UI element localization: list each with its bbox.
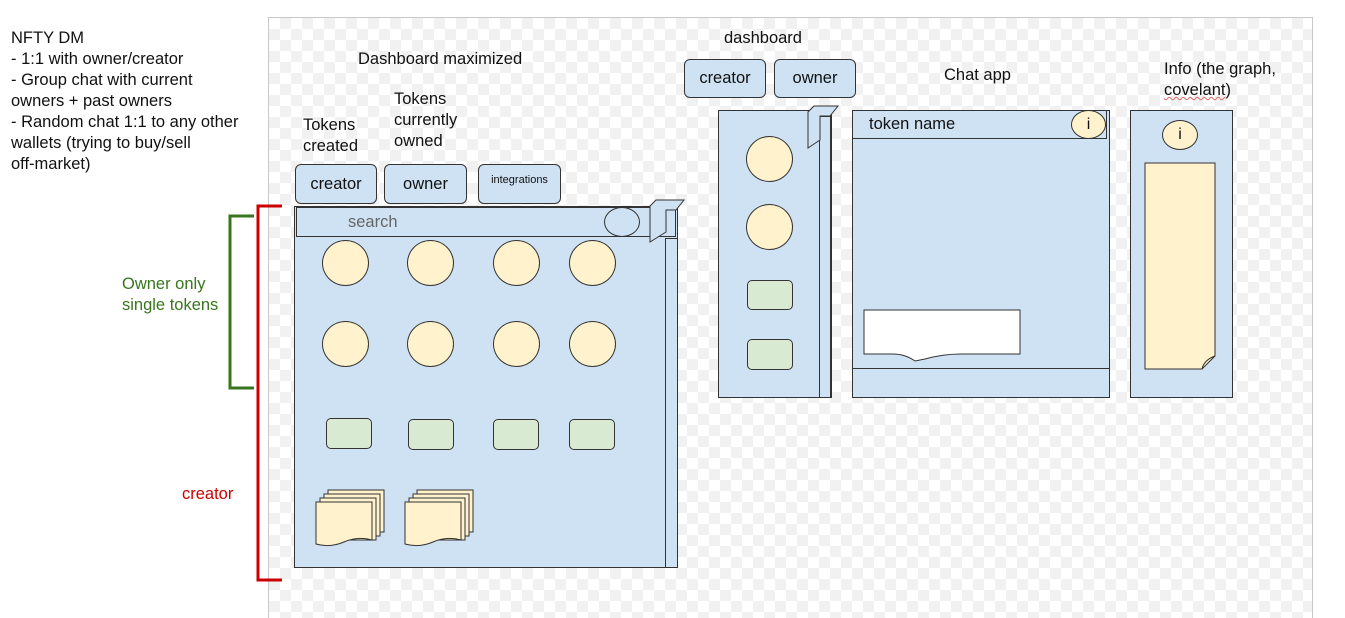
tokens-owned-label: owned [394,132,443,150]
brace-lines [228,204,282,582]
graph-document [1144,162,1216,370]
chat-header: token name [852,110,1107,139]
integration-chip[interactable] [747,280,793,310]
token-icon[interactable] [746,204,793,250]
notes-line: off-market) [11,155,91,173]
token-icon[interactable] [493,321,540,367]
dashboard-small-title: dashboard [724,29,802,47]
chat-header-title: token name [869,115,956,133]
tab-creator[interactable]: creator [295,164,377,204]
creator-brace [256,204,282,582]
info-title: covelant) [1164,81,1231,99]
tab-creator[interactable]: creator [684,59,766,98]
token-icon[interactable] [322,240,369,286]
chat-title: Chat app [944,66,1011,84]
owner-brace-label: Owner only [122,275,206,293]
notes-line: - 1:1 with owner/creator [11,50,184,68]
notes-title: NFTY DM [11,29,85,47]
resize-handle-icon[interactable] [802,100,842,150]
integration-chip[interactable] [408,419,454,450]
tokens-created-label: created [303,137,359,155]
resize-handle-icon[interactable] [646,196,686,244]
dashboard-max-title: Dashboard maximized [358,50,523,68]
integration-chip[interactable] [493,419,539,450]
notes-line: - Random chat 1:1 to any other [11,113,239,131]
tab-owner[interactable]: owner [384,164,467,204]
info-title: Info (the graph, [1164,60,1276,78]
integration-chip[interactable] [747,339,793,370]
notes-line: owners + past owners [11,92,172,110]
notes-line: wallets (trying to buy/sell [11,134,191,152]
creator-brace-label: creator [182,485,234,503]
token-icon[interactable] [407,240,454,286]
integration-chip[interactable] [569,419,615,450]
owner-brace-label: single tokens [122,296,219,314]
info-icon[interactable]: i [1071,110,1106,139]
info-icon[interactable]: i [1162,120,1198,150]
tokens-owned-label: Tokens [394,90,447,108]
tab-integrations[interactable]: integrations [478,164,561,204]
token-icon[interactable] [322,321,369,367]
scrollbar[interactable] [819,116,831,398]
search-input[interactable]: search [348,213,398,231]
message-input[interactable] [852,368,1110,398]
integration-chip[interactable] [326,418,372,449]
tab-owner[interactable]: owner [774,59,856,98]
owner-brace [228,214,254,390]
search-icon[interactable] [604,207,640,237]
message-bubble [863,309,1021,362]
token-icon[interactable] [746,136,793,182]
tokens-created-label: Tokens [303,116,356,134]
tokens-owned-label: currently [394,111,458,129]
token-icon[interactable] [493,240,540,286]
documents-stack-icon[interactable] [403,488,479,550]
token-icon[interactable] [407,321,454,367]
scrollbar[interactable] [665,238,678,568]
token-icon[interactable] [569,321,616,367]
notes-line: - Group chat with current [11,71,193,89]
documents-stack-icon[interactable] [314,488,390,550]
token-icon[interactable] [569,240,616,286]
